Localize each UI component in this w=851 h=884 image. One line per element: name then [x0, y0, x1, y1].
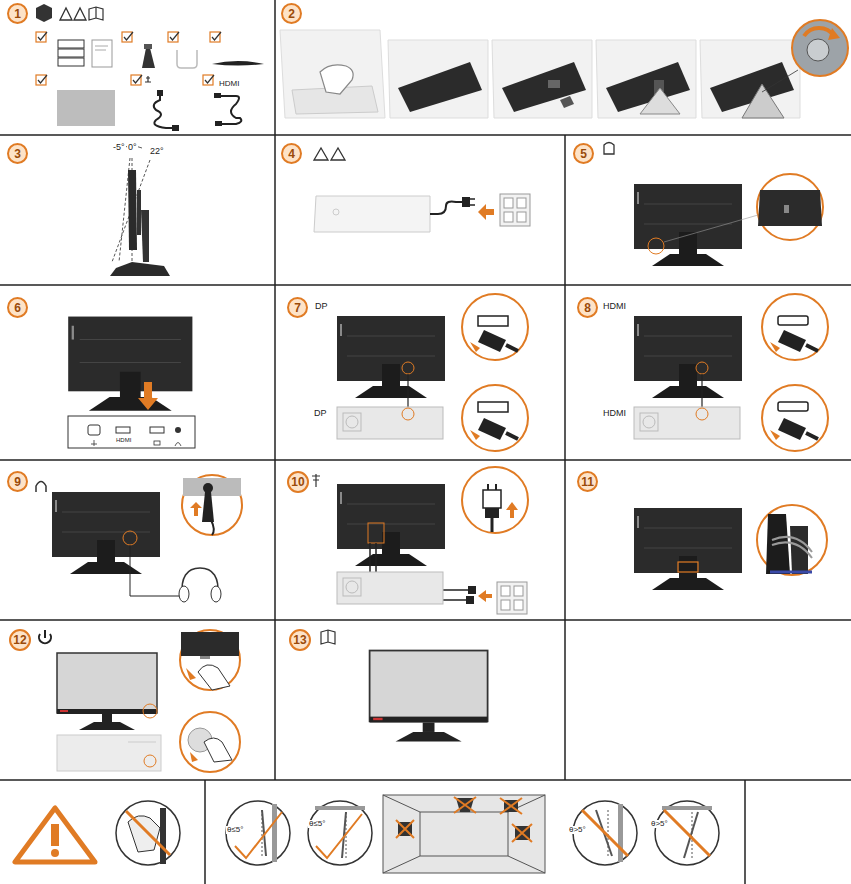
- step-number: 5: [573, 143, 594, 164]
- package-contents: [36, 4, 264, 131]
- port-or-angle-label: -5°: [112, 143, 126, 152]
- port-or-angle-label: DP: [314, 302, 329, 311]
- step-number: 2: [281, 3, 302, 24]
- step-number: 13: [289, 629, 311, 651]
- wall-mount-warnings: [15, 795, 719, 873]
- step-number: 4: [281, 143, 302, 164]
- step-number-text: 12: [13, 634, 26, 646]
- hdmi-connection: [634, 294, 828, 451]
- step-number: 10: [287, 471, 309, 493]
- power-connection: [312, 467, 528, 614]
- headphone-connection: [36, 475, 242, 602]
- power-on: [39, 630, 240, 772]
- cable-management: [634, 505, 827, 590]
- step-number: 12: [9, 629, 31, 651]
- user-guide: [321, 630, 488, 741]
- port-or-angle-label: θ>5°: [568, 826, 587, 834]
- port-or-angle-label: 22°: [149, 147, 165, 156]
- stand-assembly: [280, 20, 848, 118]
- power-warning: [314, 148, 530, 232]
- step-number: 9: [7, 471, 28, 492]
- port-or-angle-label: HDMI: [602, 409, 627, 418]
- step-number-text: 2: [288, 8, 295, 20]
- port-or-angle-label: θ≤5°: [308, 820, 327, 828]
- dp-connection: [337, 294, 528, 451]
- security-lock: [604, 143, 823, 267]
- rear-ports: [68, 317, 195, 448]
- step-number-text: 1: [14, 8, 21, 20]
- port-or-angle-label: DP: [313, 409, 328, 418]
- port-or-angle-label: HDMI: [602, 302, 627, 311]
- port-or-angle-label: 0°: [127, 143, 138, 152]
- step-number: 7: [287, 297, 308, 318]
- step-number-text: 9: [14, 476, 21, 488]
- step-number-text: 8: [584, 302, 591, 314]
- tilt-side-view: [110, 146, 170, 276]
- step-number-text: 11: [581, 476, 594, 488]
- port-or-angle-label: HDMI: [218, 80, 240, 88]
- step-number-text: 6: [14, 302, 21, 314]
- step-number: 6: [7, 297, 28, 318]
- step-number: 1: [7, 3, 28, 24]
- step-number: 8: [577, 297, 598, 318]
- step-number-text: 7: [294, 302, 301, 314]
- port-or-angle-label: HDMI: [115, 437, 132, 443]
- port-or-angle-label: θ≤5°: [226, 826, 245, 834]
- step-number-text: 5: [580, 148, 587, 160]
- step-number-text: 3: [14, 148, 21, 160]
- step-number: 3: [7, 143, 28, 164]
- step-number-text: 10: [291, 476, 304, 488]
- step-number-text: 4: [288, 148, 295, 160]
- step-number-text: 13: [293, 634, 306, 646]
- step-number: 11: [577, 471, 598, 492]
- port-or-angle-label: θ>5°: [650, 820, 669, 828]
